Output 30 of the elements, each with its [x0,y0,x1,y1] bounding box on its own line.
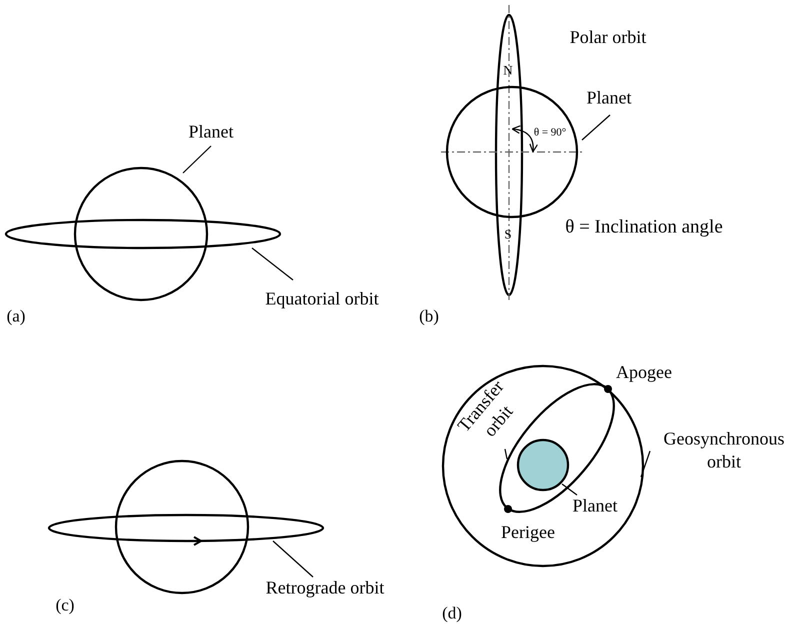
label-text: (b) [419,308,439,324]
label-text: θ = 90° [534,128,566,138]
orbit-ellipse [4,218,282,250]
planet-circle [446,86,578,218]
label-text: N [503,64,513,76]
leader-line [252,248,294,280]
callout-label: Geosynchronous orbit [649,428,799,474]
label-text: Polar orbit [570,28,646,46]
label-text: S [504,228,512,240]
orbit-ellipse [48,514,324,542]
planet-disc [516,438,570,492]
label-text: Perigee [501,523,555,541]
leader-line [504,448,508,460]
label-text: (a) [6,308,26,324]
leader-line [182,146,212,174]
callout-label: Planet [572,494,618,518]
callout-label: Planet [188,120,234,144]
leader-line [272,540,314,578]
label-text: θ = Inclination angle [565,218,723,236]
leader-line [640,450,651,478]
callout-label: Planet [586,86,632,110]
planet-circle [114,460,250,594]
label-text: (c) [56,596,74,614]
callout-label: Equatorial orbit [265,287,379,311]
label-text: Apogee [616,363,672,381]
leader-line [562,484,578,496]
callout-label: Retrograde orbit [266,576,384,600]
label-text: (d) [442,604,462,622]
leader-line [582,114,610,140]
planet-circle [74,166,208,302]
